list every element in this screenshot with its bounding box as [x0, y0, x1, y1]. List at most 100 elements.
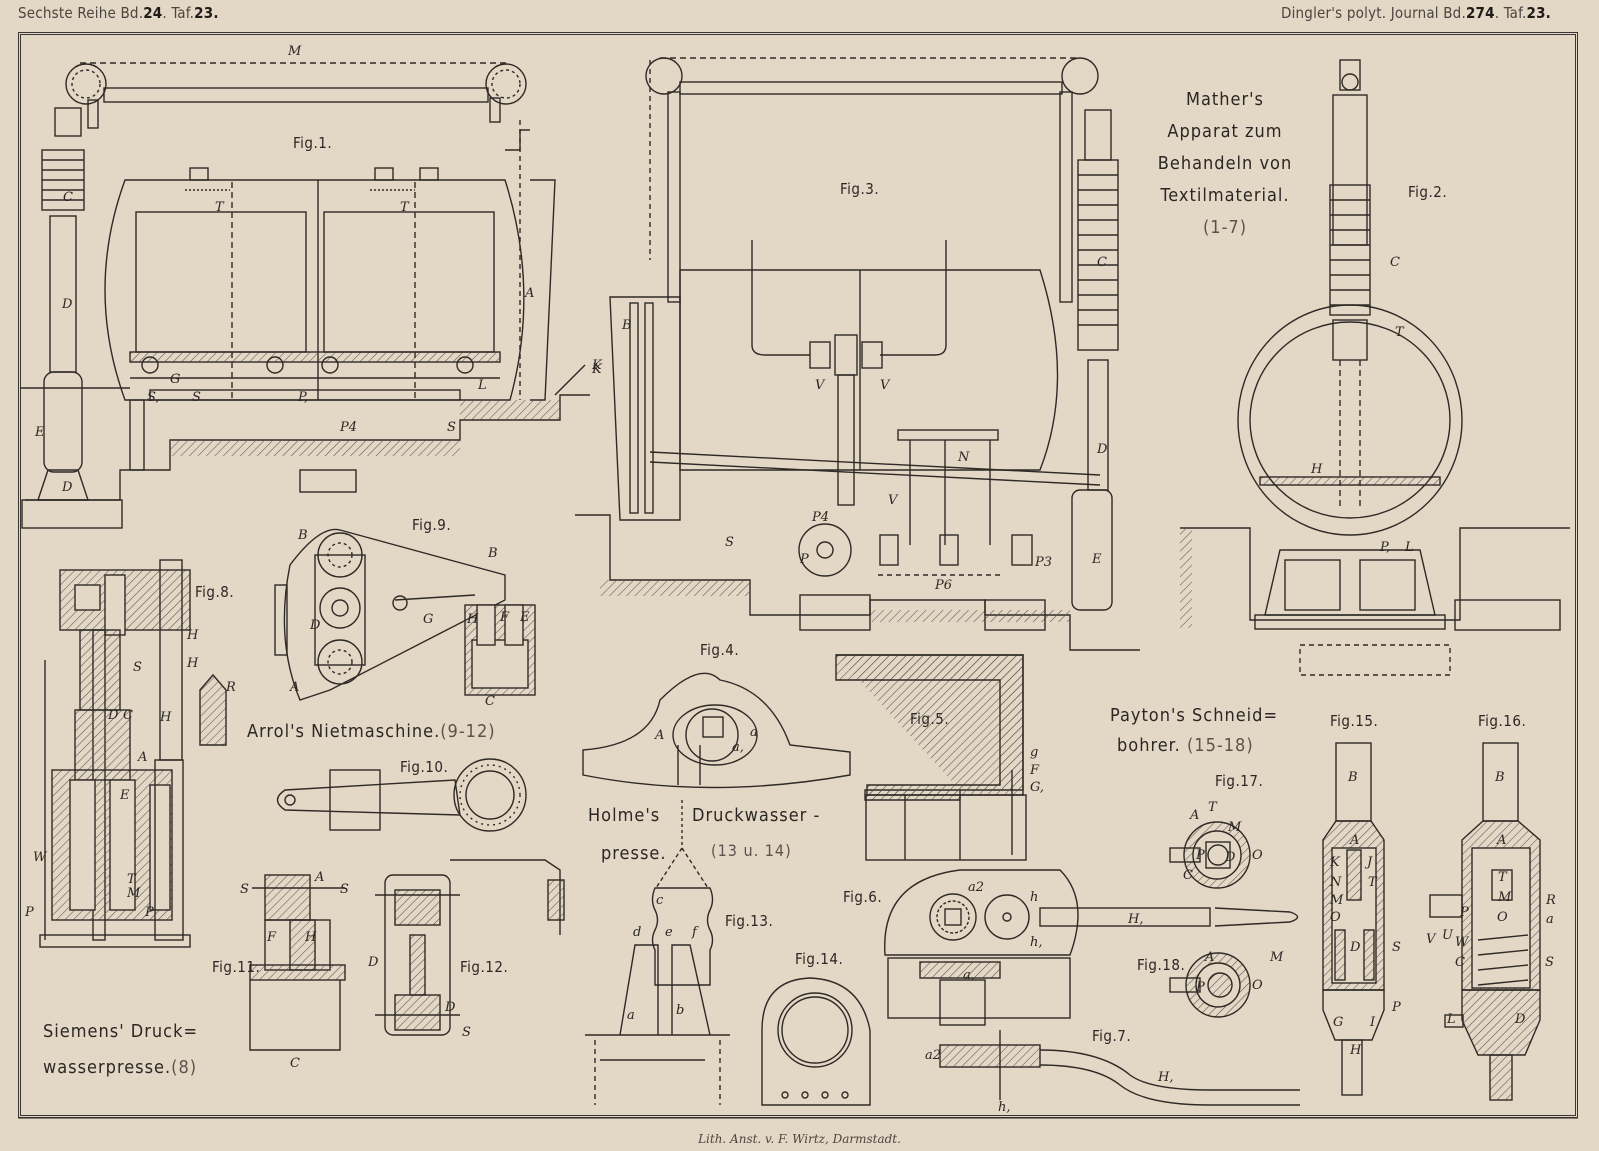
fig8-letter: D	[108, 708, 119, 723]
header-left-volume: 24	[143, 4, 163, 22]
fig9-letter: E	[520, 610, 530, 625]
fig9-letter: B	[488, 546, 498, 561]
fig8-letter: P	[145, 905, 154, 920]
fig16-letter: a	[1546, 912, 1554, 927]
fig13-label: Fig.13.	[725, 912, 774, 930]
fig18-drawing	[1169, 952, 1251, 1018]
fig17-letter: T	[1208, 800, 1217, 815]
fig15-letter: O	[1330, 910, 1341, 925]
fig3-letter: P	[800, 552, 809, 567]
title-holme-ref: (13 u. 14)	[711, 841, 792, 860]
fig15-letter: J	[1367, 855, 1373, 870]
fig1-letter: M	[288, 44, 302, 59]
fig16-letter: C	[1455, 955, 1465, 970]
title-mather: Mather's Apparat zum Behandeln von Texti…	[1145, 84, 1305, 244]
fig3-letter: B	[622, 318, 632, 333]
header-left-series: Sechste Reihe Bd.	[18, 4, 144, 22]
fig16-letter: L	[1447, 1012, 1456, 1027]
title-arrol-text: Arrol's Nietmaschine.	[247, 721, 441, 742]
fig3-letter: V	[880, 378, 890, 393]
fig16-letter: V	[1426, 932, 1436, 947]
fig15-letter: D	[1350, 940, 1361, 955]
fig11-letter: A	[315, 870, 325, 885]
fig2-letter: P,	[1380, 540, 1391, 555]
header-left: Sechste Reihe Bd.24. Taf.23.	[18, 4, 219, 22]
title-mather-ref: (1-7)	[1202, 217, 1248, 238]
title-mather-line2: Apparat zum	[1167, 121, 1283, 142]
fig8-letter: H	[187, 628, 199, 643]
header-left-plate: 23	[194, 4, 214, 22]
fig8-letter: R	[226, 680, 236, 695]
fig15-letter: T	[1368, 875, 1377, 890]
fig3-overhead-beam	[679, 81, 1063, 95]
fig8-letter: S	[133, 660, 142, 675]
fig15-letter: G	[1333, 1015, 1344, 1030]
fig15-letter: S	[1392, 940, 1401, 955]
fig6-letter: H,	[1128, 912, 1144, 927]
fig1-letter: L	[478, 378, 487, 393]
fig9-letter: C	[485, 694, 495, 709]
fig1-letter: A	[525, 286, 535, 301]
fig13-letter: b	[676, 1003, 685, 1018]
fig9-letter: B	[298, 528, 308, 543]
fig2-drawing	[1180, 59, 1570, 676]
fig2-label: Fig.2.	[1408, 183, 1448, 201]
fig16-letter: W	[1455, 935, 1469, 950]
header-right: Dingler's polyt. Journal Bd.274. Taf.23.	[1281, 4, 1551, 22]
fig4-label: Fig.4.	[700, 641, 740, 659]
fig11-letter: S	[340, 882, 349, 897]
header-right-dot: .	[1545, 4, 1551, 22]
fig1-letter: K	[592, 362, 602, 377]
fig14-label: Fig.14.	[795, 950, 844, 968]
fig4-drawing	[582, 672, 851, 789]
fig15-letter: B	[1348, 770, 1358, 785]
fig9-letter: F	[500, 610, 510, 625]
title-mather-line1: Mather's	[1185, 89, 1264, 110]
fig8-letter: H	[187, 656, 199, 671]
fig7-drawing	[939, 1030, 1300, 1106]
fig8-letter: A	[138, 750, 148, 765]
fig5-letter: F	[1030, 763, 1040, 778]
fig1-letter: T	[215, 200, 224, 215]
header-right-journal: Dingler's polyt. Journal Bd.	[1281, 4, 1466, 22]
fig18-letter: P	[1196, 980, 1205, 995]
fig15-letter: H	[1350, 1043, 1362, 1058]
fig8-letter: H	[160, 710, 172, 725]
fig1-letter: D	[62, 480, 73, 495]
fig17-drawing	[1169, 821, 1251, 889]
fig7-letter: h,	[998, 1100, 1011, 1115]
fig16-letter: D	[1515, 1012, 1526, 1027]
fig1-letter: G	[170, 372, 181, 387]
fig3-letter: D	[1097, 442, 1108, 457]
fig10-label: Fig.10.	[400, 758, 449, 776]
fig8-letter: C	[123, 708, 133, 723]
fig6-drawing	[884, 869, 1299, 1026]
title-mather-line3: Behandeln von	[1157, 153, 1293, 174]
fig15-letter: K	[1330, 855, 1340, 870]
fig1-letter: P,	[298, 390, 309, 405]
fig8-letter: E	[120, 788, 130, 803]
fig7-label: Fig.7.	[1092, 1027, 1132, 1045]
fig16-label: Fig.16.	[1478, 712, 1527, 730]
fig11-letter: F	[267, 930, 277, 945]
fig6-letter: h,	[1030, 935, 1043, 950]
fig9-letter: H	[467, 612, 479, 627]
title-siemens-line2: wasserpresse.(8)	[43, 1052, 197, 1084]
fig15-drawing	[1322, 742, 1385, 1096]
fig16-letter: U	[1442, 928, 1453, 943]
fig1-letter: E	[35, 425, 45, 440]
fig3-drawing	[575, 57, 1140, 651]
fig7-letter: a2	[925, 1048, 942, 1063]
fig17-letter: O	[1252, 848, 1263, 863]
fig5-letter: G,	[1030, 780, 1045, 795]
fig11-letter: C	[290, 1056, 300, 1071]
fig1-column-left	[37, 149, 89, 501]
fig11-drawing	[249, 874, 346, 1051]
plate-border	[18, 32, 1578, 1118]
fig18-label: Fig.18.	[1137, 956, 1186, 974]
fig16-letter: P	[1460, 905, 1469, 920]
title-arrol-ref: (9-12)	[440, 721, 496, 742]
title-holme-right1: Druckwasser -	[692, 805, 821, 826]
fig17-letter: M	[1228, 820, 1242, 835]
